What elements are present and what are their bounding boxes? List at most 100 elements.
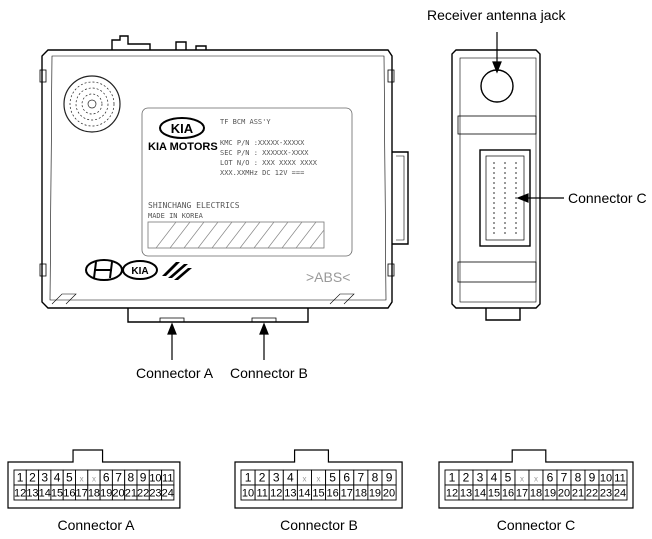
pin-number: 12: [446, 488, 458, 500]
pin-number: 10: [149, 473, 161, 485]
pin-number: 15: [51, 488, 63, 500]
brand-name: KIA MOTORS: [148, 141, 218, 153]
pin-number: 17: [76, 488, 88, 500]
caption-connector-c: Connector C: [497, 517, 576, 533]
pin-unused: x: [317, 475, 321, 484]
caption-connector-b: Connector B: [280, 517, 358, 533]
pin-number: 14: [474, 488, 486, 500]
pin-number: 22: [586, 488, 598, 500]
pin-number: 21: [572, 488, 584, 500]
pin-unused: x: [80, 475, 84, 484]
pin-number: 16: [502, 488, 514, 500]
buzzer-grille-icon: [63, 75, 121, 133]
pin-number: 1: [245, 471, 252, 485]
barcode-hatch: [155, 221, 325, 249]
pin-number: 19: [100, 488, 112, 500]
pin-number: 1: [449, 471, 456, 485]
pin-number: 5: [505, 471, 512, 485]
callout-connector-b: Connector B: [230, 365, 308, 381]
pin-cell: [381, 484, 397, 501]
pin-cell: [612, 484, 628, 501]
callout-lines: [167, 32, 564, 360]
pin-number: 16: [327, 488, 339, 500]
made-in: MADE IN KOREA: [148, 212, 204, 220]
pin-number: 10: [242, 488, 254, 500]
callout-connector-a: Connector A: [136, 365, 214, 381]
connector-housing: [438, 449, 634, 509]
frequency-rating: XXX.XXMHz DC 12V ===: [220, 169, 304, 177]
pin-number: 20: [383, 488, 395, 500]
kia-logo-text: KIA: [171, 121, 194, 136]
shinchang-logo-icon: [162, 262, 192, 280]
caption-connector-a: Connector A: [57, 517, 135, 533]
pin-number: 20: [558, 488, 570, 500]
pin-number: 10: [600, 473, 612, 485]
pin-number: 23: [149, 488, 161, 500]
pin-number: 15: [488, 488, 500, 500]
pin-number: 2: [29, 471, 36, 485]
pin-number: 5: [66, 471, 73, 485]
pin-number: 4: [491, 471, 498, 485]
connector-c-pins: [493, 162, 517, 234]
part-name: TF BCM ASS'Y: [220, 118, 271, 126]
pin-number: 7: [561, 471, 568, 485]
pin-number: 13: [26, 488, 38, 500]
connector-housing: [7, 449, 181, 509]
hyundai-logo-icon: [85, 259, 123, 281]
pin-unused: x: [302, 475, 306, 484]
pin-number: 22: [137, 488, 149, 500]
pin-number: 11: [256, 488, 267, 500]
pin-number: 9: [589, 471, 596, 485]
pin-number: 24: [614, 488, 626, 500]
pin-number: 13: [284, 488, 296, 500]
pin-number: 6: [103, 471, 110, 485]
callout-connector-c: Connector C: [568, 190, 647, 206]
pin-number: 6: [547, 471, 554, 485]
pin-number: 4: [287, 471, 294, 485]
pin-number: 8: [575, 471, 582, 485]
pin-number: 3: [41, 471, 48, 485]
small-kia-logo-text: KIA: [131, 266, 148, 277]
pin-number: 14: [298, 488, 310, 500]
pin-number: 8: [372, 471, 379, 485]
pin-number: 14: [39, 488, 51, 500]
pin-number: 2: [463, 471, 470, 485]
pin-number: 6: [343, 471, 350, 485]
pin-number: 11: [162, 473, 173, 485]
pin-number: 5: [329, 471, 336, 485]
pin-number: 18: [88, 488, 100, 500]
pin-number: 8: [128, 471, 135, 485]
small-kia-logo: KIA: [122, 260, 158, 280]
pin-number: 15: [312, 488, 324, 500]
manufacturer: SHINCHANG ELECTRICS: [148, 201, 240, 210]
pin-number: 9: [140, 471, 147, 485]
pin-unused: x: [534, 475, 538, 484]
pin-number: 2: [259, 471, 266, 485]
pin-number: 19: [369, 488, 381, 500]
kmc-part-number: KMC P/N :XXXXX-XXXXX: [220, 139, 305, 147]
pin-unused: x: [92, 475, 96, 484]
pin-number: 3: [477, 471, 484, 485]
connector-housing: [234, 449, 403, 509]
pin-number: 4: [54, 471, 61, 485]
pin-number: 3: [273, 471, 280, 485]
barcode-area: [147, 221, 325, 249]
label-plate: KIA KIA MOTORS TF BCM ASS'Y KMC P/N :XXX…: [141, 107, 353, 257]
pin-number: 21: [125, 488, 137, 500]
sec-part-number: SEC P/N : XXXXXX-XXXX: [220, 149, 309, 157]
pin-unused: x: [520, 475, 524, 484]
pin-number: 12: [14, 488, 26, 500]
pin-number: 23: [600, 488, 612, 500]
pin-number: 19: [544, 488, 556, 500]
pin-number: 20: [112, 488, 124, 500]
pin-number: 24: [162, 488, 174, 500]
pin-number: 17: [516, 488, 528, 500]
pin-number: 1: [17, 471, 24, 485]
pin-number: 16: [63, 488, 75, 500]
pin-cell: [161, 484, 175, 501]
lot-number: LOT N/O : XXX XXXX XXXX: [220, 159, 318, 167]
pin-number: 18: [355, 488, 367, 500]
kia-logo: KIA: [159, 117, 205, 139]
